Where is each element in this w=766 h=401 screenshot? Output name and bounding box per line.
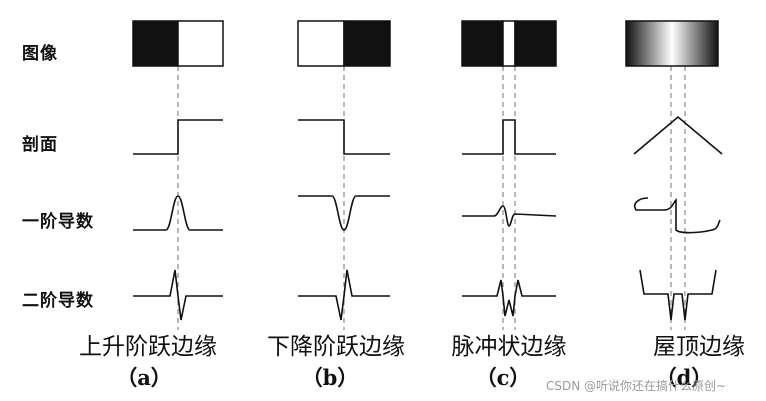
profile-rising: [133, 119, 223, 155]
column-title-c: 脉冲状边缘: [451, 334, 567, 360]
second-derivative-roof: [639, 269, 717, 321]
column-letter-b: （b）: [301, 365, 359, 390]
row-label-second-derivative: 二阶导数: [22, 291, 94, 311]
column-letter-c: （c）: [475, 365, 531, 390]
first-derivative-roof: [633, 197, 721, 234]
column-letter-d: （d）: [655, 365, 713, 390]
profile-falling: [298, 119, 390, 155]
second-derivative-row: [133, 269, 717, 321]
row-label-profile: 剖面: [22, 135, 58, 155]
image-swatch-rising: [132, 20, 224, 67]
image-swatch-falling: [297, 20, 391, 67]
first-derivative-row: [133, 195, 721, 234]
column-title-a: 上升阶跃边缘: [79, 334, 217, 360]
second-derivative-pulse: [462, 279, 556, 317]
first-derivative-falling: [298, 195, 390, 231]
watermark: CSDN @听说你还在搞什么原创~: [546, 379, 727, 393]
profile-pulse: [462, 119, 556, 155]
row-label-first-derivative: 一阶导数: [22, 212, 94, 232]
second-derivative-rising: [133, 269, 223, 321]
column-title-b: 下降阶跃边缘: [267, 334, 405, 360]
first-derivative-rising: [133, 195, 223, 231]
row-label-image: 图像: [22, 44, 58, 64]
profile-roof: [633, 115, 723, 155]
image-swatch-roof: [625, 20, 719, 67]
profile-row: [133, 115, 723, 155]
guide-lines: [177, 66, 686, 330]
image-row: [132, 20, 719, 67]
column-letter-a: （a）: [116, 365, 172, 390]
first-derivative-pulse: [462, 205, 557, 227]
column-title-d: 屋顶边缘: [653, 334, 745, 360]
second-derivative-falling: [298, 269, 390, 321]
image-swatch-pulse: [461, 20, 557, 67]
